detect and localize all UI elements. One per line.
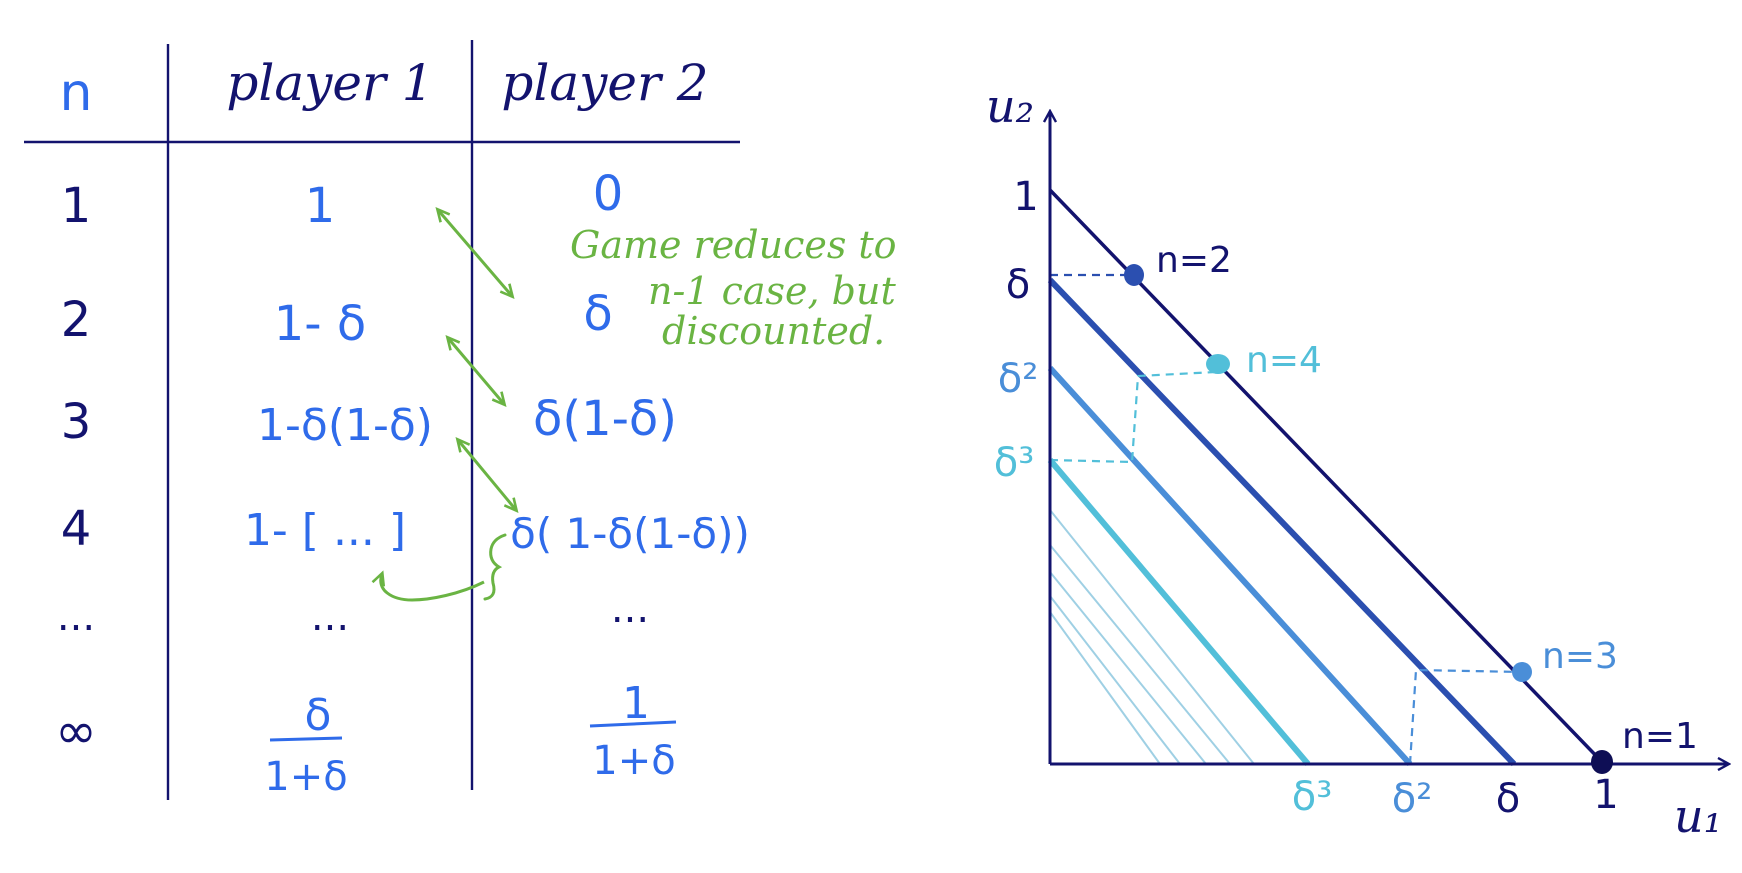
point-n3 — [1512, 662, 1532, 682]
row-3-p2: δ(1-δ) — [533, 391, 677, 447]
row-6-p2-numerator: 1 — [622, 678, 650, 729]
hatch-line-3 — [1049, 571, 1207, 765]
recursion-arrow-2 — [445, 335, 507, 407]
y-tick-1: 1 — [1013, 174, 1038, 220]
note-line-3: discounted. — [662, 309, 885, 353]
y-axis-label: u₂ — [986, 79, 1034, 133]
row-6-n: ∞ — [55, 702, 97, 760]
row-6-p1-numerator: δ — [305, 690, 332, 741]
brace-annotation — [483, 533, 507, 601]
x-tick-delta3: δ³ — [1292, 774, 1333, 820]
point-label-n2: n=2 — [1156, 240, 1232, 281]
row-1-n: 1 — [61, 178, 92, 234]
row-6-p2-fraction-bar — [589, 720, 677, 728]
frontier-line-delta2 — [1047, 365, 1413, 767]
dashed-guide-n4 — [1049, 370, 1217, 464]
row-5-p1: ... — [311, 594, 349, 640]
row-2-p1: 1- δ — [274, 296, 366, 352]
row-5-n: ... — [57, 594, 95, 640]
note-line-1: Game reduces to — [570, 223, 897, 267]
curved-reference-arrow — [371, 570, 485, 602]
header-n: n — [60, 63, 93, 123]
row-1-p1: 1 — [305, 178, 336, 234]
y-tick-delta3: δ³ — [994, 440, 1035, 486]
recursion-arrow-3 — [455, 436, 519, 514]
x-tick-delta2: δ² — [1392, 776, 1433, 822]
y-tick-delta: δ — [1006, 262, 1030, 308]
point-label-n4: n=4 — [1246, 340, 1322, 381]
header-player-1: player 1 — [226, 54, 433, 112]
row-4-p1: 1- [ ... ] — [244, 505, 406, 556]
hatch-line-4 — [1049, 595, 1181, 765]
point-n4 — [1206, 354, 1230, 374]
frontier-line-delta3 — [1047, 458, 1311, 766]
payoff-plot: u₂ u₁ 1 δ δ² δ³ δ³ δ² δ 1 n=1 n=2 n=3 n=… — [986, 79, 1728, 843]
row-6-p1-fraction-bar — [269, 736, 343, 742]
x-tick-1: 1 — [1593, 772, 1618, 818]
hatch-line-1 — [1049, 509, 1255, 765]
row-5-p2: ... — [611, 586, 649, 632]
frontier-line-1 — [1048, 188, 1606, 766]
point-n2 — [1124, 264, 1144, 286]
row-4-n: 4 — [61, 501, 92, 557]
note-line-2: n-1 case, but — [648, 269, 896, 313]
point-label-n1: n=1 — [1622, 716, 1698, 757]
row-2-p2: δ — [583, 286, 612, 342]
row-2-n: 2 — [61, 292, 92, 348]
header-player-2: player 2 — [501, 54, 708, 112]
dashed-guide-n3 — [1408, 668, 1523, 765]
row-6-p1-denominator: 1+δ — [264, 754, 347, 800]
frontier-line-delta — [1047, 277, 1517, 767]
x-axis-label: u₁ — [1674, 789, 1722, 843]
row-4-p2: δ( 1-δ(1-δ)) — [510, 509, 750, 558]
x-tick-delta: δ — [1496, 776, 1520, 822]
point-n1 — [1591, 750, 1613, 774]
row-1-p2: 0 — [593, 166, 624, 222]
payoff-table: n player 1 player 2 1 1 0 2 1- δ δ 3 1-δ… — [24, 40, 897, 800]
y-tick-delta2: δ² — [998, 356, 1039, 402]
row-3-p1: 1-δ(1-δ) — [257, 400, 433, 451]
hatch-line-5 — [1049, 611, 1161, 765]
row-3-n: 3 — [61, 394, 92, 450]
point-label-n3: n=3 — [1542, 636, 1618, 677]
hatch-line-2 — [1049, 544, 1231, 765]
row-6-p2-denominator: 1+δ — [592, 738, 675, 784]
recursion-arrow-1 — [435, 207, 515, 299]
